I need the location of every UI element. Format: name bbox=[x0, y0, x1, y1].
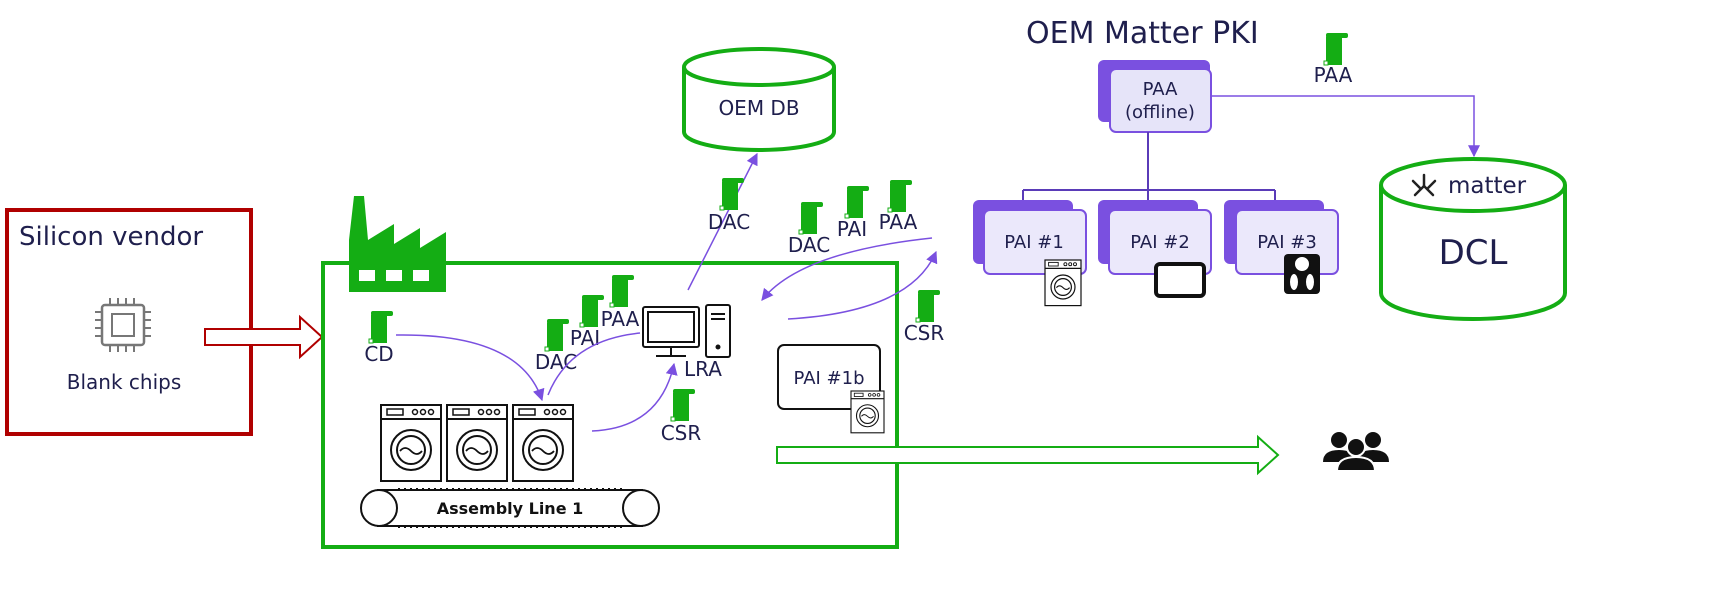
assembly-line: Assembly Line 1 bbox=[360, 488, 660, 528]
flow-arrow-lra-to-db bbox=[687, 152, 758, 291]
pai-factory-label: PAI bbox=[570, 326, 600, 350]
certificate-icon bbox=[887, 179, 913, 213]
washing-machine-icon bbox=[446, 404, 508, 482]
certificate-icon bbox=[719, 177, 745, 211]
flow-arrow-cd-to-washers bbox=[395, 334, 545, 402]
dcl-label: DCL bbox=[1439, 233, 1508, 273]
pai-return-label: PAI bbox=[837, 217, 867, 241]
washing-machine-icon bbox=[850, 390, 885, 434]
flow-arrow-washers-to-lra bbox=[591, 362, 678, 432]
pai-3-label: PAI #3 bbox=[1257, 232, 1317, 253]
certificate-icon bbox=[798, 201, 824, 235]
dac-factory-label: DAC bbox=[535, 350, 577, 374]
flow-arrow-pki-to-lra bbox=[761, 237, 933, 301]
dcl-cylinder: matter DCL bbox=[1379, 157, 1567, 321]
paa-dcl-label: PAA bbox=[1314, 63, 1353, 87]
paa-offline-node: PAA (offline) bbox=[1098, 60, 1212, 133]
csr-pki-label: CSR bbox=[904, 321, 945, 345]
pai-node-2: PAI #2 bbox=[1098, 200, 1212, 275]
computer-icon bbox=[642, 306, 700, 357]
pai-1-label: PAI #1 bbox=[1004, 232, 1064, 253]
server-icon bbox=[705, 304, 731, 358]
dac-return-label: DAC bbox=[788, 233, 830, 257]
assembly-line-label: Assembly Line 1 bbox=[437, 499, 584, 518]
flow-arrow-lra-to-pki bbox=[787, 250, 938, 320]
silicon-vendor-box: Silicon vendor Blank chips bbox=[5, 208, 253, 436]
pai-1b-label: PAI #1b bbox=[793, 368, 864, 389]
chip-icon bbox=[95, 298, 151, 352]
pai-node-1: PAI #1 bbox=[973, 200, 1087, 275]
matter-logo-text: matter bbox=[1448, 173, 1527, 199]
paa-node-line1: PAA bbox=[1143, 79, 1179, 100]
cd-label: CD bbox=[364, 342, 393, 366]
silicon-vendor-title: Silicon vendor bbox=[19, 222, 203, 252]
paa-node-line2: (offline) bbox=[1125, 102, 1195, 123]
certificate-icon bbox=[368, 310, 394, 344]
shipping-flow-arrow bbox=[776, 434, 1280, 476]
oem-db-label: OEM DB bbox=[718, 96, 799, 120]
blank-chips-label: Blank chips bbox=[67, 370, 182, 394]
lra-label: LRA bbox=[684, 357, 722, 381]
certificate-icon bbox=[915, 289, 941, 323]
pki-tree-connector bbox=[1022, 132, 1276, 200]
factory-icon bbox=[349, 196, 446, 292]
dac-db-label: DAC bbox=[708, 210, 750, 234]
csr-factory-label: CSR bbox=[661, 421, 702, 445]
certificate-icon bbox=[1323, 32, 1349, 66]
chips-flow-arrow bbox=[204, 314, 324, 360]
certificate-icon bbox=[609, 274, 635, 308]
scale-icon bbox=[1284, 254, 1320, 294]
pki-title: OEM Matter PKI bbox=[1026, 16, 1259, 51]
oem-db-cylinder: OEM DB bbox=[682, 47, 836, 152]
tablet-icon bbox=[1154, 262, 1206, 298]
pai-node-3: PAI #3 bbox=[1224, 200, 1339, 275]
flow-arrow-paa-to-dcl bbox=[1212, 95, 1480, 158]
paa-return-label: PAA bbox=[879, 210, 918, 234]
paa-factory-label: PAA bbox=[601, 307, 640, 331]
matter-logo-icon bbox=[1411, 173, 1437, 197]
customers-icon bbox=[1323, 432, 1389, 472]
factory-box bbox=[321, 261, 899, 549]
certificate-icon bbox=[670, 388, 696, 422]
certificate-icon bbox=[844, 185, 870, 219]
washing-machine-icon bbox=[380, 404, 442, 482]
certificate-icon bbox=[544, 318, 570, 352]
washing-machine-icon bbox=[1044, 259, 1082, 307]
pai-2-label: PAI #2 bbox=[1130, 232, 1190, 253]
washing-machine-icon bbox=[512, 404, 574, 482]
flow-arrow-lra-to-washers bbox=[547, 332, 641, 396]
